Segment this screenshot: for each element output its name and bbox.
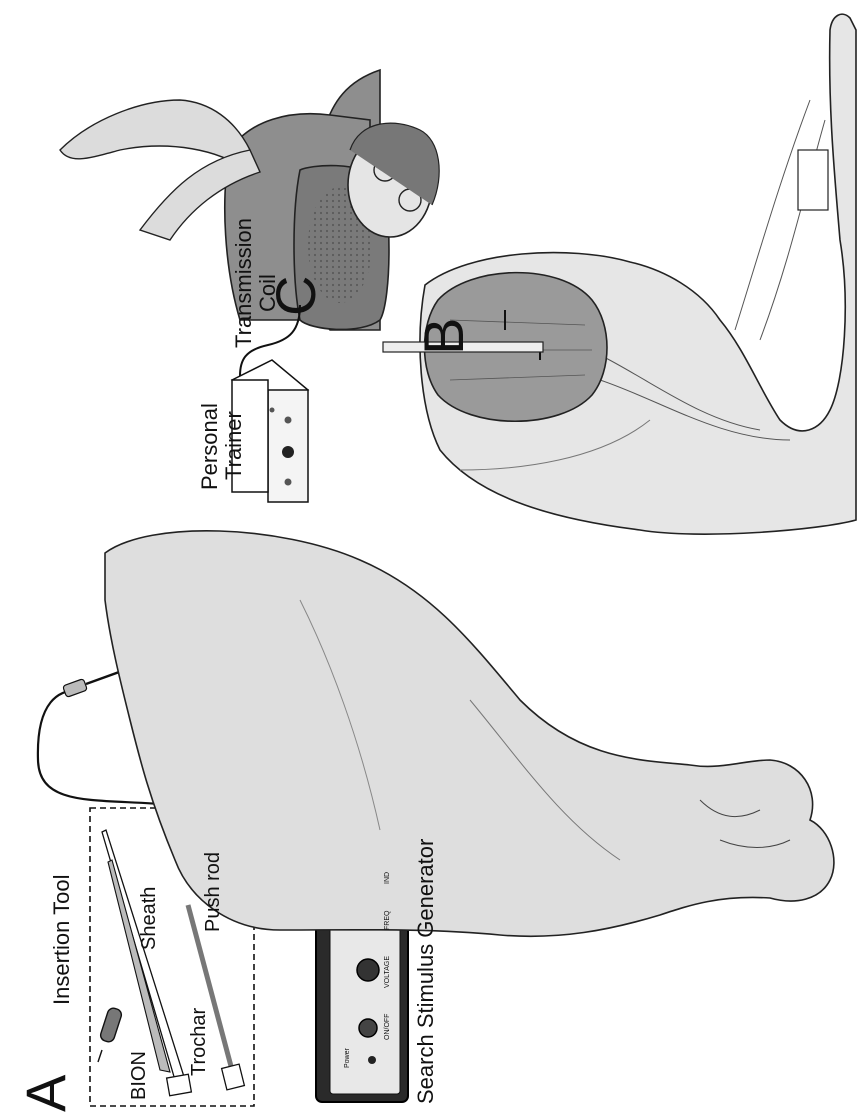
voltage-knob <box>357 959 379 981</box>
generator-label: Search Stimulus Generator <box>414 839 438 1104</box>
transmission-coil-label-2: Coil <box>256 274 280 312</box>
power-knob <box>359 1019 377 1037</box>
voltage-control-label: VOLTAGE <box>384 956 392 988</box>
trochar-label: Trochar <box>188 1008 210 1076</box>
power-control-label: Power <box>344 1048 352 1068</box>
personal-trainer-label-1: Personal <box>198 403 222 490</box>
push-rod-label: Push rod <box>202 852 224 932</box>
arm-anatomy-outline <box>420 14 856 534</box>
freq-control-label: FREQ <box>384 911 392 930</box>
bion-label: BION <box>128 1051 150 1100</box>
panel-b-letter: B <box>416 318 472 355</box>
insertion-tool-label: Insertion Tool <box>50 875 74 1005</box>
transmission-coil-label-1: Transmission <box>232 218 256 348</box>
ind-control-label: IND <box>384 872 392 884</box>
personal-trainer-label-2: Trainer <box>222 411 246 480</box>
power-led <box>368 1056 376 1064</box>
onoff-control-label: ON/OFF <box>384 1014 392 1040</box>
sheath-label: Sheath <box>138 887 160 950</box>
bion-capsule <box>98 1007 123 1062</box>
panel-b <box>383 14 856 534</box>
panel-a-letter: A <box>18 1075 74 1112</box>
